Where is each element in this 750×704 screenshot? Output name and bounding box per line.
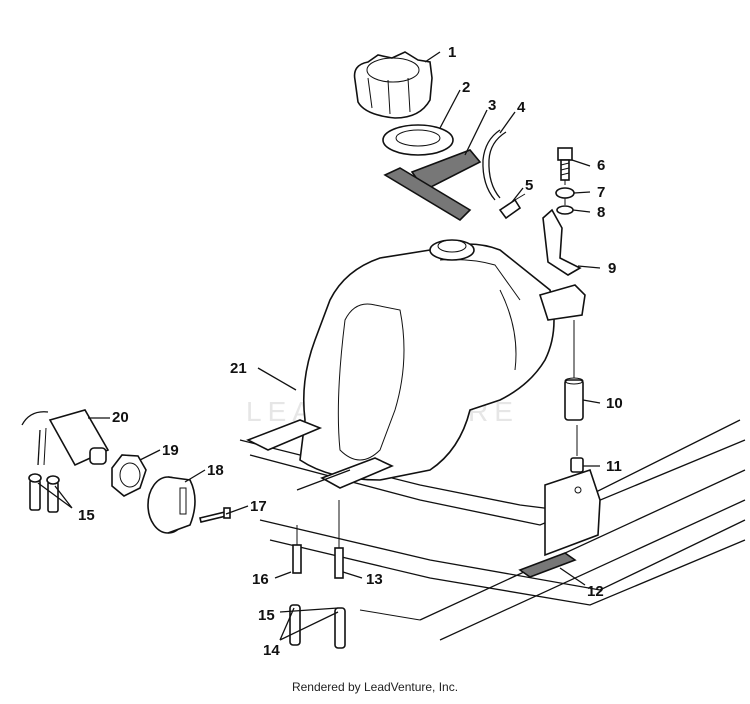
vent-hose: [482, 129, 507, 201]
callout-13: 13: [366, 571, 383, 588]
callout-5: 5: [525, 177, 533, 194]
footer-credit: Rendered by LeadVenture, Inc.: [291, 680, 459, 694]
callout-9: 9: [608, 260, 616, 277]
callout-15-lower: 15: [258, 607, 275, 624]
callout-15-left: 15: [78, 507, 95, 524]
frame-mount: [544, 468, 601, 557]
fitting: [498, 193, 526, 220]
callout-17: 17: [250, 498, 267, 515]
callout-6: 6: [597, 157, 605, 174]
callout-10: 10: [606, 395, 623, 412]
decal: [518, 552, 577, 578]
bolt-stack: [555, 147, 575, 215]
callout-8: 8: [597, 204, 605, 221]
callout-1: 1: [448, 44, 456, 61]
fuel-filter: [21, 409, 110, 513]
callout-21: 21: [230, 360, 247, 377]
bracket: [542, 208, 582, 276]
posts: [289, 469, 351, 649]
callout-2: 2: [462, 79, 470, 96]
callout-3: 3: [488, 97, 496, 114]
callout-7: 7: [597, 184, 605, 201]
callout-11: 11: [606, 458, 622, 475]
callout-16: 16: [252, 571, 269, 588]
fuel-cap: [353, 51, 433, 119]
lock-nut: [111, 454, 147, 497]
callout-12: 12: [587, 583, 604, 600]
foam-strips: [383, 149, 482, 222]
fuel-tank: [299, 239, 586, 481]
tank-pads: [246, 419, 394, 489]
callout-18: 18: [207, 462, 224, 479]
screw: [199, 507, 231, 523]
fuel-valve-knob: [147, 476, 196, 534]
leader-lines: [37, 51, 601, 641]
callout-19: 19: [162, 442, 179, 459]
callout-14: 14: [263, 642, 280, 659]
callout-4: 4: [517, 99, 526, 116]
callout-labels: 1 2 3 4 5 6 7 8 9 10 11 12 13 14 15 15 1…: [78, 44, 623, 659]
cap-gasket: [382, 124, 454, 156]
callout-20: 20: [112, 409, 129, 426]
grommet: [570, 425, 584, 473]
spacer: [564, 320, 584, 421]
